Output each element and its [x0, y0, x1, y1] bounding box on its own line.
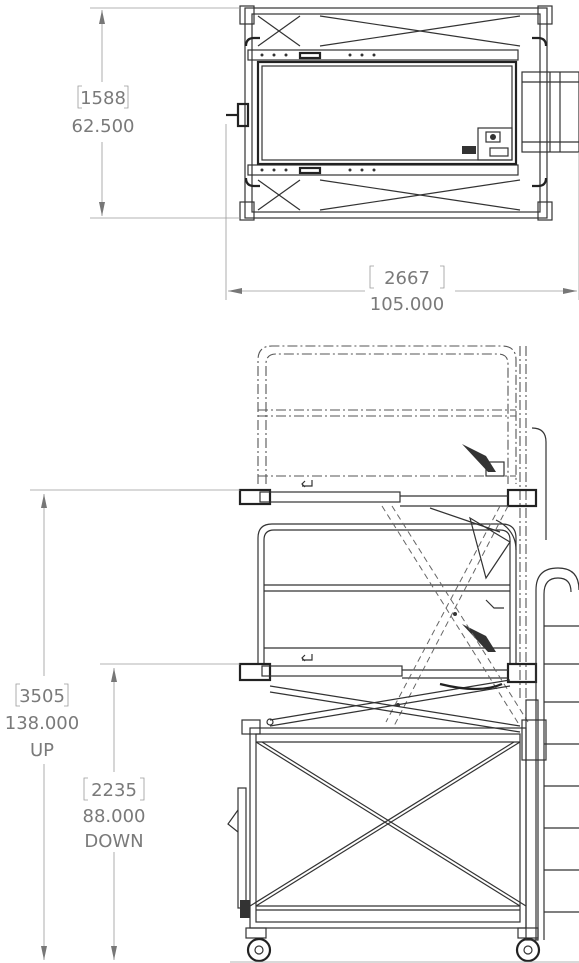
deck-rail-bottom	[247, 164, 519, 176]
dim-top-width-in: 62.500	[72, 116, 135, 137]
dim-up-height: 3505 138.000 UP	[5, 489, 240, 960]
handle-left	[236, 102, 250, 128]
top-view-outer-frame	[244, 7, 548, 219]
dim-up-height-in: 138.000	[5, 713, 79, 734]
deck-rail-top	[247, 49, 519, 61]
ladder-side-view	[521, 427, 579, 941]
control-box	[477, 127, 513, 161]
top-view	[226, 5, 579, 221]
dim-down-height-mm: 2235	[91, 780, 137, 801]
dim-top-length-in: 105.000	[370, 294, 444, 315]
dim-down-label: DOWN	[84, 831, 143, 852]
base-frame	[227, 718, 527, 929]
dim-top-width-mm: 1588	[80, 88, 126, 109]
raised-platform	[238, 444, 538, 609]
scissor-arms	[269, 505, 529, 733]
corner-post-tr	[537, 5, 553, 25]
corner-post-br	[537, 201, 553, 221]
corner-post-bl	[239, 201, 255, 221]
dim-up-height-mm: 3505	[19, 686, 65, 707]
dim-top-width: 1588 62.500	[72, 7, 240, 219]
side-view	[227, 345, 579, 963]
top-view-inner-frame	[251, 13, 541, 213]
dim-top-length: 2667 105.000	[225, 124, 579, 315]
caster-wheels	[245, 927, 541, 963]
dim-up-label: UP	[30, 740, 54, 761]
dim-down-height: 2235 88.000 DOWN	[83, 663, 240, 960]
corner-post-tl	[239, 5, 255, 25]
dim-top-length-mm: 2667	[384, 268, 430, 289]
raised-guardrail-phantom	[257, 345, 527, 700]
lower-guardrail	[257, 523, 517, 664]
lowered-platform	[238, 654, 538, 684]
deck-surface	[256, 60, 518, 166]
dim-down-height-in: 88.000	[83, 806, 146, 827]
